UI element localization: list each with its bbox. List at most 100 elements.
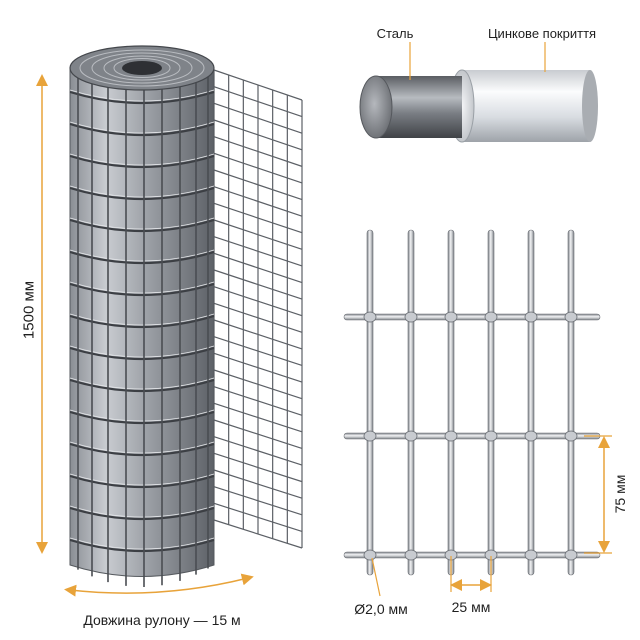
steel-label: Сталь — [376, 26, 414, 41]
mesh-wire-horizontal — [343, 432, 601, 440]
sheet-wire-horizontal — [213, 119, 303, 151]
roll-wire-highlight — [69, 217, 215, 230]
unrolled-mesh-sheet — [213, 69, 303, 549]
roll-wire-highlight — [69, 377, 215, 390]
roll-wire-highlight — [69, 409, 215, 422]
mesh-weld-joint — [363, 549, 377, 561]
roll-wire-horizontal — [69, 346, 215, 361]
roll-core — [122, 61, 162, 75]
roll-wire-highlight — [69, 185, 215, 198]
wire-diameter-label: Ø2,0 мм — [354, 601, 408, 617]
roll-wire-highlight — [69, 153, 215, 166]
mesh-weld-joint — [404, 549, 418, 561]
mesh-wire-vertical — [366, 229, 374, 576]
mesh-weld-joint — [404, 430, 418, 442]
sheet-wire-horizontal — [213, 236, 303, 267]
roll-wire-horizontal — [69, 250, 215, 265]
sheet-wire-horizontal — [213, 102, 303, 134]
sheet-wire-horizontal — [213, 252, 303, 284]
sheet-wire-horizontal — [213, 502, 303, 532]
sheet-wire-horizontal — [213, 286, 303, 317]
sheet-wire-horizontal — [213, 336, 303, 367]
mesh-weld-joint — [564, 311, 578, 323]
mesh-weld-joint — [524, 311, 538, 323]
sheet-wire-horizontal — [213, 419, 303, 450]
roll-wire-horizontal — [69, 538, 215, 553]
roll-wire-highlight — [69, 537, 215, 550]
mesh-wire-vertical — [527, 229, 535, 576]
sheet-wire-horizontal — [213, 436, 303, 466]
sheet-wire-horizontal — [213, 152, 303, 184]
zinc-coating — [462, 70, 590, 142]
mesh-wire-vertical — [407, 229, 415, 576]
mesh-weld-joint — [444, 430, 458, 442]
mesh-detail — [343, 229, 601, 576]
mesh-weld-joint — [444, 311, 458, 323]
mesh-weld-joint — [484, 311, 498, 323]
roll-wire-highlight — [69, 505, 215, 518]
sheet-wire-horizontal — [213, 186, 303, 217]
mesh-weld-joint — [404, 311, 418, 323]
mesh-weld-joint — [524, 549, 538, 561]
sheet-wire-horizontal — [213, 69, 303, 101]
steel-core-end — [359, 75, 393, 139]
roll-top-rings — [79, 49, 205, 87]
sheet-wire-horizontal — [213, 469, 303, 499]
roll-wire-horizontal — [69, 154, 215, 169]
sheet-wire-horizontal — [213, 136, 303, 167]
roll-wire-horizontal — [69, 474, 215, 489]
roll-top-ring — [91, 52, 193, 84]
mesh-weld-joint — [564, 430, 578, 442]
roll-wire-horizontal — [69, 506, 215, 521]
roll-wire-highlight — [69, 313, 215, 326]
mesh-width-label: 25 мм — [451, 599, 491, 615]
roll-top-ring — [79, 49, 205, 87]
roll-wire-highlight — [69, 441, 215, 454]
sheet-wire-horizontal — [213, 219, 303, 250]
wire-diameter-pointer — [371, 557, 381, 597]
mesh-wire-vertical — [567, 229, 575, 576]
sheet-wire-horizontal — [213, 86, 303, 118]
roll-wire-horizontal — [69, 90, 215, 105]
sheet-wire-horizontal — [213, 202, 303, 234]
roll-length-dimension — [64, 573, 254, 597]
mesh-weld-joint — [363, 430, 377, 442]
roll-wire-horizontal — [69, 410, 215, 425]
mesh-wire-horizontal — [343, 551, 601, 559]
zinc-coating-label: Цинкове покриття — [487, 26, 597, 41]
roll-wire-highlight — [69, 121, 215, 134]
sheet-wire-horizontal — [213, 402, 303, 433]
roll-top-ring — [113, 58, 171, 78]
roll-grid — [69, 71, 215, 587]
sheet-wire-horizontal — [213, 302, 303, 333]
sheet-wire-horizontal — [213, 519, 303, 549]
sheet-wire-horizontal — [213, 386, 303, 416]
sheet-wire-horizontal — [213, 369, 303, 400]
roll-wire-highlight — [69, 345, 215, 358]
roll-wire-horizontal — [69, 314, 215, 329]
mesh-height-label: 75 мм — [612, 474, 628, 514]
roll-wire-horizontal — [69, 122, 215, 137]
sheet-wire-horizontal — [213, 269, 303, 300]
sheet-wire-horizontal — [213, 352, 303, 383]
sheet-wire-horizontal — [213, 169, 303, 201]
roll-wire-highlight — [69, 473, 215, 486]
roll-wire-highlight — [69, 89, 215, 102]
sheet-wire-horizontal — [213, 486, 303, 516]
mesh-wire-vertical — [447, 229, 455, 576]
wire-cross-section — [359, 42, 598, 143]
mesh-wire-vertical — [487, 229, 495, 576]
mesh-weld-joint — [524, 430, 538, 442]
roll-wire-highlight — [69, 249, 215, 262]
mesh-weld-joint — [564, 549, 578, 561]
mesh-weld-joint — [484, 430, 498, 442]
roll-wire-horizontal — [69, 186, 215, 201]
roll-wire-horizontal — [69, 218, 215, 233]
mesh-height-dimension — [584, 435, 612, 554]
roll-wire-horizontal — [69, 378, 215, 393]
roll-wire-horizontal — [69, 442, 215, 457]
sheet-wire-horizontal — [213, 452, 303, 483]
sheet-wire-horizontal — [213, 319, 303, 350]
mesh-wire-horizontal — [343, 313, 601, 321]
